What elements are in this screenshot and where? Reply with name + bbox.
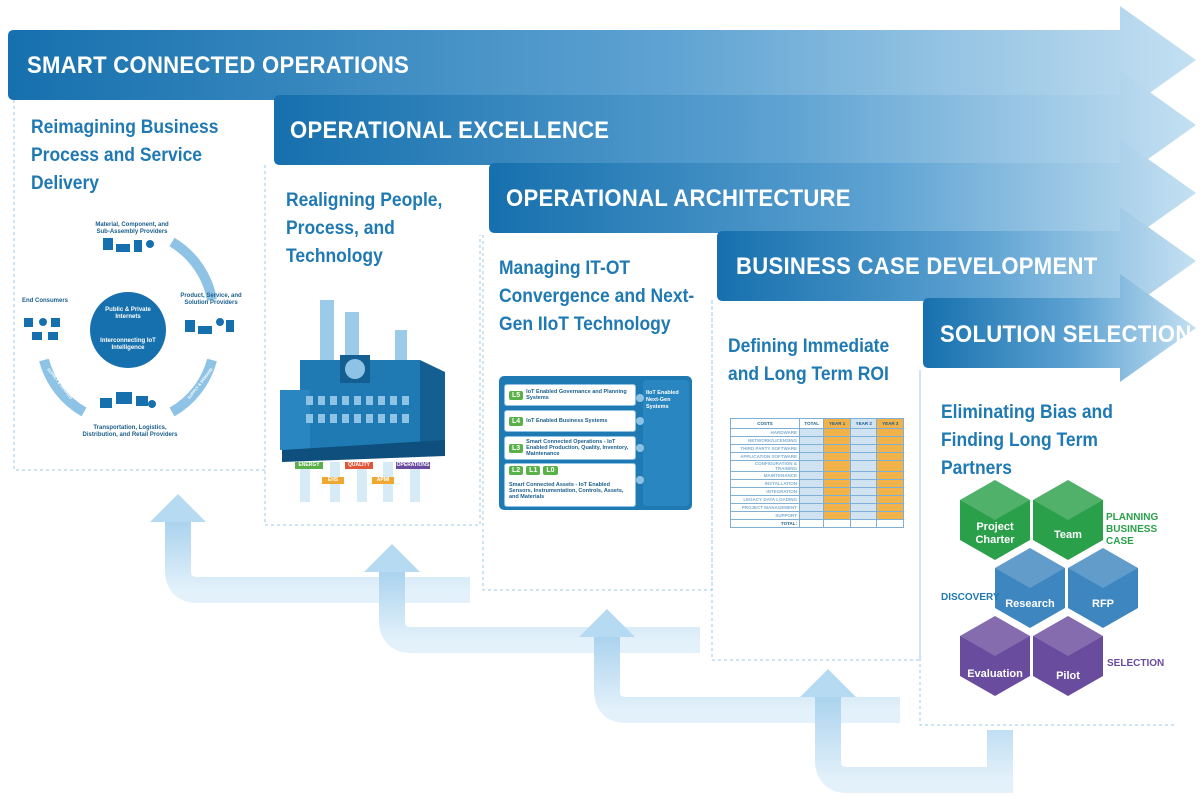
- level-badge: L1: [526, 466, 541, 475]
- factory-tag-ehs: EHS: [322, 477, 344, 484]
- level-badge: L2: [509, 466, 524, 475]
- band-title-business-case-development: BUSINESS CASE DEVELOPMENT: [736, 253, 1098, 280]
- hex-rfp: RFP: [1092, 598, 1114, 610]
- roi-header-costs: COSTS: [730, 418, 800, 429]
- roi-row-label: INSTALLATION: [730, 479, 800, 488]
- ecosystem-left-label: End Consumers: [21, 298, 68, 304]
- roi-header-year2: YEAR 2: [849, 418, 878, 429]
- roi-header-year3: YEAR 3: [876, 418, 904, 429]
- ecosystem-right-label: Product, Service, and Solution Providers: [180, 293, 242, 306]
- level-text: Smart Connected Operations - IoT Enabled…: [526, 439, 629, 457]
- phase-planning-label: PLANNING BUSINESS CASE: [1106, 512, 1159, 547]
- band-title-solution-selection: SOLUTION SELECTION: [940, 321, 1192, 348]
- subtitle-eliminating: Eliminating Bias and Finding Long Term P…: [941, 402, 1113, 479]
- roi-total-label: TOTAL:: [730, 519, 800, 528]
- roi-header-total: TOTAL: [798, 418, 825, 429]
- level-text: IoT Enabled Governance and Planning Syst…: [526, 389, 627, 401]
- level-text: IoT Enabled Business Systems: [526, 418, 608, 424]
- hex-research: Research: [1005, 598, 1055, 610]
- subtitle-managing: Managing IT-OT Convergence and Next-Gen …: [499, 258, 695, 335]
- level-badge: L3: [509, 443, 524, 453]
- stack-level-l2-l0: L2 L1 L0 Smart Connected Assets - IoT En…: [504, 463, 636, 507]
- roi-table: COSTS TOTAL YEAR 1 YEAR 2 YEAR 3 HARDWAR…: [730, 418, 904, 528]
- hex-project-charter: Project Charter: [975, 521, 1015, 546]
- phase-selection-label: SELECTION: [1107, 658, 1165, 669]
- roi-row-label: MAINTENANCE: [730, 471, 800, 480]
- ecosystem-top-label: Material, Component, and Sub-Assembly Pr…: [95, 222, 169, 235]
- ecosystem-center-top: Public & Private Internets: [105, 307, 151, 320]
- stack-level-l5: L5 IoT Enabled Governance and Planning S…: [504, 384, 636, 406]
- hex-pilot: Pilot: [1056, 670, 1080, 682]
- hex-cluster: [960, 480, 1138, 696]
- stack-level-l4: L4 IoT Enabled Business Systems: [504, 410, 636, 432]
- band-title-smart-connected-operations: SMART CONNECTED OPERATIONS: [27, 52, 410, 79]
- roi-row-label: INTEGRATION: [730, 487, 800, 496]
- factory-tag-operations: OPERATIONS: [396, 462, 430, 469]
- band-title-operational-architecture: OPERATIONAL ARCHITECTURE: [506, 185, 851, 212]
- roi-row-label: THIRD PARTY SOFTWARE: [730, 444, 800, 453]
- factory-tag-energy: ENERGY: [295, 462, 323, 469]
- phase-discovery-label: DISCOVERY: [941, 592, 1000, 603]
- roi-row-label: APPLICATION SOFTWARE: [730, 452, 800, 461]
- hex-team: Team: [1054, 529, 1082, 541]
- subtitle-realigning: Realigning People, Process, and Technolo…: [286, 190, 443, 267]
- subtitle-defining: Defining Immediate and Long Term ROI: [728, 336, 890, 385]
- band-title-operational-excellence: OPERATIONAL EXCELLENCE: [290, 117, 610, 144]
- roi-row-label: HARDWARE: [730, 428, 800, 437]
- roi-row-label: LEGACY DATA LOADING: [730, 495, 800, 504]
- ecosystem-center-bottom: Interconnecting IoT Intelligence: [100, 338, 156, 351]
- roi-row-label: NETWORK/LICENSING: [730, 436, 800, 445]
- factory-tag-apmi: APMI: [372, 477, 394, 484]
- roi-header-year1: YEAR 1: [823, 418, 851, 429]
- hex-evaluation: Evaluation: [967, 668, 1023, 680]
- roi-row-label: SUPPORT: [730, 511, 800, 520]
- level-badge: L0: [543, 466, 558, 475]
- roi-row-label: PROJECT MANAGEMENT: [730, 503, 800, 512]
- level-badge: L5: [509, 390, 524, 400]
- stack-side-label: IIoT Enabled Next-Gen Systems: [646, 390, 679, 410]
- roi-row-label: CONFIGURATION & TRAINING: [730, 460, 800, 472]
- factory-illustration: [280, 300, 445, 502]
- subtitle-reimagining: Reimagining Business Process and Service…: [31, 117, 219, 194]
- level-text: Smart Connected Assets - IoT Enabled Sen…: [509, 481, 624, 500]
- ecosystem-diagram: [24, 237, 234, 417]
- level-badge: L4: [509, 416, 524, 426]
- stack-level-l3: L3 Smart Connected Operations - IoT Enab…: [504, 436, 636, 460]
- factory-tag-quality: QUALITY: [345, 462, 373, 469]
- ecosystem-bottom-label: Transportation, Logistics, Distribution,…: [82, 425, 178, 438]
